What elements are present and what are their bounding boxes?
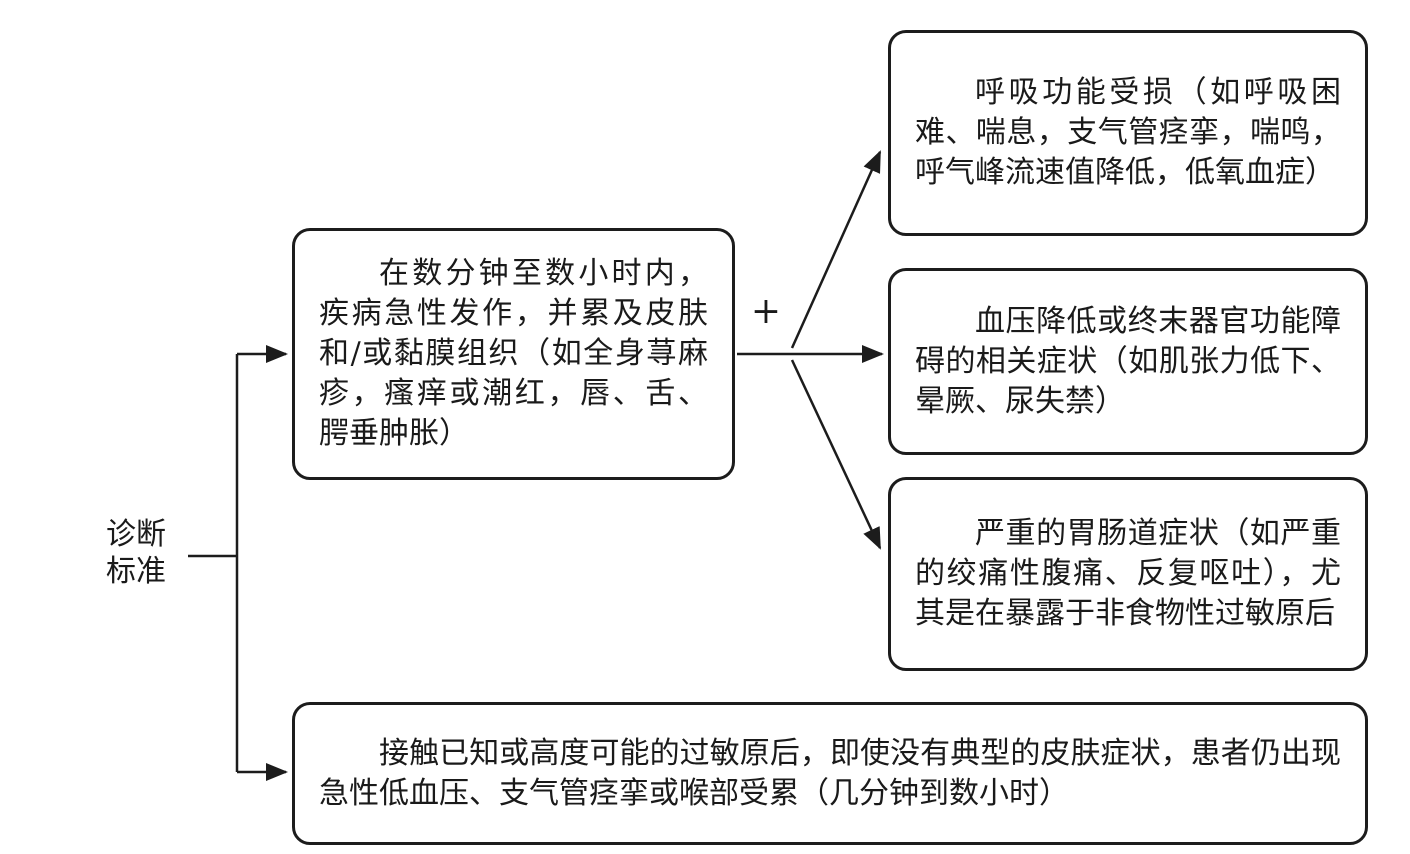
main-criterion-text: 在数分钟至数小时内，疾病急性发作，并累及皮肤和/或黏膜组织（如全身荨麻疹，瘙痒或…	[319, 256, 708, 451]
branch-respiratory-text: 呼吸功能受损（如呼吸困难、喘息，支气管痉挛，喘鸣，呼气峰流速值降低，低氧血症）	[915, 75, 1341, 190]
branch-box-respiratory: 呼吸功能受损（如呼吸困难、喘息，支气管痉挛，喘鸣，呼气峰流速值降低，低氧血症）	[888, 30, 1368, 236]
root-label-diagnostic-criteria: 诊断 标准	[106, 517, 166, 589]
alternative-criterion-box: 接触已知或高度可能的过敏原后，即使没有典型的皮肤症状，患者仍出现急性低血压、支气…	[292, 702, 1368, 845]
main-criterion-box: 在数分钟至数小时内，疾病急性发作，并累及皮肤和/或黏膜组织（如全身荨麻疹，瘙痒或…	[292, 228, 735, 480]
branch-box-blood-pressure: 血压降低或终末器官功能障碍的相关症状（如肌张力低下、晕厥、尿失禁）	[888, 268, 1368, 455]
plus-sign: +	[750, 291, 782, 332]
connector-arrow-gi	[790, 359, 882, 550]
branch-blood-pressure-text: 血压降低或终末器官功能障碍的相关症状（如肌张力低下、晕厥、尿失禁）	[915, 303, 1341, 419]
branch-gastrointestinal-text: 严重的胃肠道症状（如严重的绞痛性腹痛、反复呕吐），尤其是在暴露于非食物性过敏原后	[915, 516, 1341, 631]
connector-arrow-respiratory	[790, 150, 882, 349]
alternative-criterion-text: 接触已知或高度可能的过敏原后，即使没有典型的皮肤症状，患者仍出现急性低血压、支气…	[319, 735, 1341, 811]
branch-box-gastrointestinal: 严重的胃肠道症状（如严重的绞痛性腹痛、反复呕吐），尤其是在暴露于非食物性过敏原后	[888, 477, 1368, 671]
